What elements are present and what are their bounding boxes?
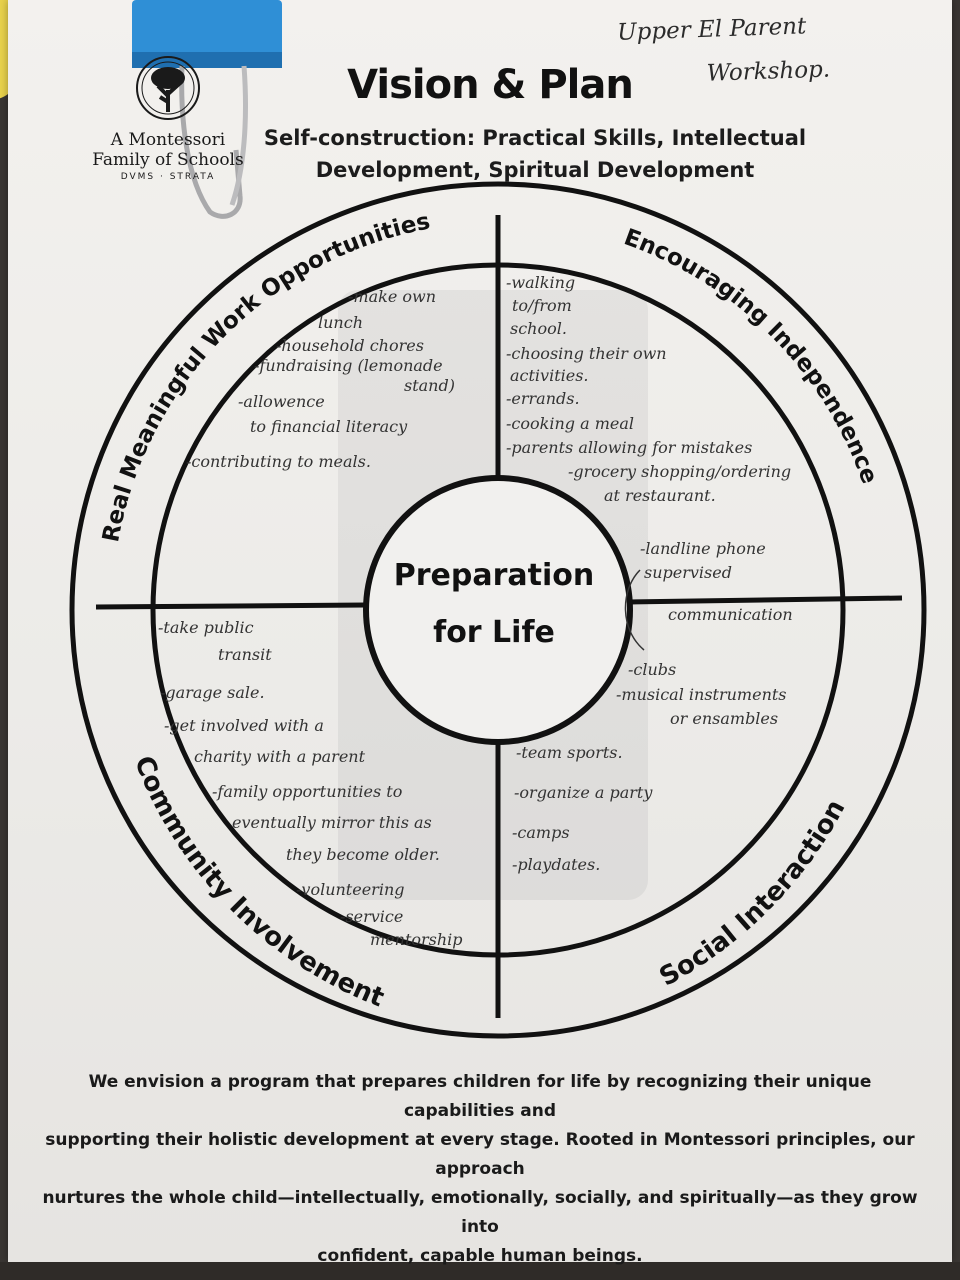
note-item: stand) [404,376,455,395]
note-item: to/from [512,296,572,315]
note-item: or ensambles [670,709,778,728]
notes-top-right: -walking to/from school. -choosing their… [506,273,791,582]
quadrant-label-top-left: Real Meaningful Work Opportunities [98,208,432,544]
subtitle-line2: Development, Spiritual Development [315,158,755,182]
note-item: -family opportunities to [212,782,402,801]
divider-right [629,595,903,605]
logo-text-line3: DVMS · STRATA [120,172,216,182]
quadrant-label-bottom-right: Social Interaction [655,795,852,993]
note-item: communication [668,605,793,624]
note-item: -fundraising (lemonade [254,356,443,375]
note-item: charity with a parent [194,747,366,766]
note-item: lunch [318,313,363,332]
note-item: mentorship [370,930,463,949]
preparation-wheel-diagram: Preparation for Life Real Meaningful Wor… [69,181,927,1039]
note-item: -team sports. [516,743,623,762]
note-item: -choosing their own [506,344,667,363]
binder-clip-icon [132,0,282,219]
note-item: -errands. [506,389,580,408]
note-item: -playdates. [512,855,600,874]
vision-line2: supporting their holistic development at… [45,1130,915,1179]
center-circle [363,475,633,745]
note-item: -cooking a meal [506,414,634,433]
note-item: -walking [506,273,575,292]
page-title: Vision & Plan [347,62,634,108]
note-item: -grocery shopping/ordering [568,462,791,481]
note-item: to financial literacy [250,417,408,436]
logo-text-line2: Family of Schools [92,150,244,170]
divider-left [95,602,367,610]
note-item: transit [218,645,272,664]
note-item: -volunteering [296,880,404,899]
vision-statement: We envision a program that prepares chil… [40,1068,920,1271]
table-edge [0,1262,960,1280]
center-label-line1: Preparation [394,558,594,593]
note-item: -contributing to meals. [186,452,371,471]
page-subtitle: Self-construction: Practical Skills, Int… [240,122,830,186]
bracket-mark [624,569,645,651]
notes-bottom-right: communication -clubs -musical instrument… [512,605,793,874]
note-item: they become older. [286,845,440,864]
note-item: eventually mirror this as [232,813,432,832]
note-item: -garage sale. [160,683,265,702]
note-item: -take public [158,618,254,637]
note-item: -allowence [238,392,325,411]
center-label-line2: for Life [433,615,555,650]
vision-line1: We envision a program that prepares chil… [88,1072,872,1121]
notes-top-left: -make own lunch -household chores -fundr… [186,287,455,471]
tree-in-circle-icon [136,56,200,120]
note-item: -landline phone [640,539,766,558]
note-item: -household chores [276,336,424,355]
note-item: at restaurant. [604,486,716,505]
note-item: -parents allowing for mistakes [506,438,752,457]
note-item: -clubs [628,660,676,679]
vision-line4: confident, capable human beings. [317,1246,643,1266]
note-item: -service [340,907,403,926]
logo-text-line1: A Montessori [110,130,226,150]
outer-ring [69,181,927,1039]
note-item: -camps [512,823,570,842]
note-item: -musical instruments [616,685,787,704]
note-item: activities. [510,366,589,385]
vision-line3: nurtures the whole child—intellectually,… [42,1188,918,1237]
school-logo: A Montessori Family of Schools DVMS · ST… [88,52,248,184]
notes-bottom-left: -take public transit -garage sale. -get … [158,618,463,949]
note-item: -organize a party [514,783,653,802]
note-item: -make own [348,287,436,306]
note-item: supervised [644,563,732,582]
note-item: -get involved with a [164,716,324,735]
note-item: school. [510,319,567,338]
subtitle-line1: Self-construction: Practical Skills, Int… [263,126,807,150]
